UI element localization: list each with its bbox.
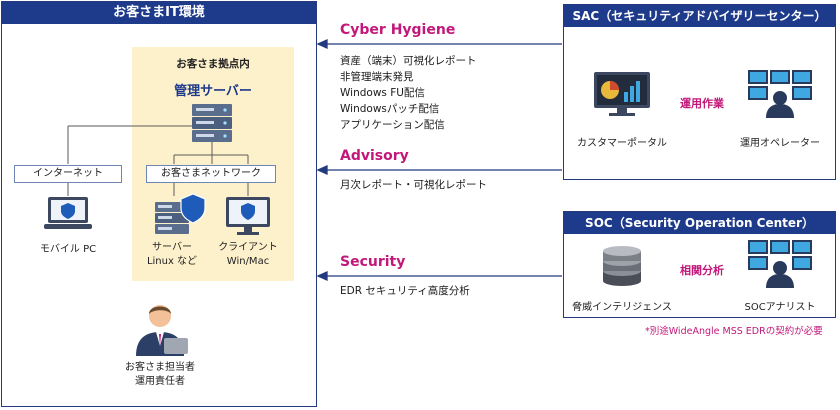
correlation-analysis-label: 相関分析	[680, 264, 724, 277]
service-item: Windows FU配信	[340, 87, 425, 99]
server-shield-icon	[155, 193, 206, 234]
client-label-line1: クライアント	[218, 242, 278, 253]
service-item: アプリケーション配信	[340, 119, 445, 131]
service-item: 資産（端末）可視化レポート	[340, 55, 477, 67]
person-with-laptop-icon	[136, 305, 188, 356]
soc-title: SOC（Security Operation Center）	[564, 212, 835, 234]
sac-panel: SAC（セキュリティアドバイザリーセンター）	[563, 4, 836, 180]
person-label: お客さま担当者 運用責任者	[110, 361, 210, 389]
advisory-item: 月次レポート・可視化レポート	[340, 179, 487, 191]
server-label-line2: Linux など	[146, 256, 198, 267]
operator-screens-icon	[748, 70, 812, 118]
customer-portal-label: カスタマーポータル	[577, 138, 667, 149]
footnote: *別途WideAngle MSS EDRの契約が必要	[645, 326, 823, 337]
advisory-title: Advisory	[340, 148, 409, 164]
person-label-line1: お客さま担当者	[125, 362, 195, 373]
monitor-icon	[226, 197, 270, 235]
management-server-title: 管理サーバー	[174, 84, 252, 99]
sac-title: SAC（セキュリティアドバイザリーセンター）	[564, 5, 835, 27]
mobile-pc-label: モバイル PC	[39, 244, 97, 255]
operator-label: 運用オペレーター	[740, 138, 820, 149]
cyber-hygiene-items: 資産（端末）可視化レポート 非管理端末発見 Windows FU配信 Windo…	[340, 53, 477, 133]
client-label-line2: Win/Mac	[226, 256, 270, 267]
threat-intelligence-label: 脅威インテリジェンス	[572, 302, 672, 313]
server-label-line1: サーバー	[152, 242, 192, 253]
security-item: EDR セキュリティ高度分析	[340, 285, 470, 297]
soc-panel: SOC（Security Operation Center）	[563, 211, 836, 318]
cyber-hygiene-title: Cyber Hygiene	[340, 22, 456, 38]
operations-label: 運用作業	[680, 97, 724, 110]
server-label: サーバー Linux など	[140, 241, 204, 269]
person-label-line2: 運用責任者	[135, 376, 185, 387]
site-title: お客さま拠点内	[176, 58, 250, 70]
customer-environment-title: お客さまIT環境	[2, 2, 316, 24]
client-label: クライアント Win/Mac	[214, 241, 282, 269]
analyst-screens-icon	[748, 240, 812, 288]
database-icon	[603, 246, 641, 286]
customer-site-area	[132, 47, 294, 281]
server-icon	[192, 104, 232, 142]
laptop-icon	[44, 197, 92, 229]
internet-label: インターネット	[14, 165, 122, 183]
security-title: Security	[340, 254, 406, 270]
service-item: 非管理端末発見	[340, 71, 414, 83]
service-item: Windowsパッチ配信	[340, 103, 440, 115]
dashboard-monitor-icon	[594, 72, 650, 116]
customer-network-label: お客さまネットワーク	[146, 165, 276, 183]
soc-analyst-label: SOCアナリスト	[744, 302, 816, 313]
